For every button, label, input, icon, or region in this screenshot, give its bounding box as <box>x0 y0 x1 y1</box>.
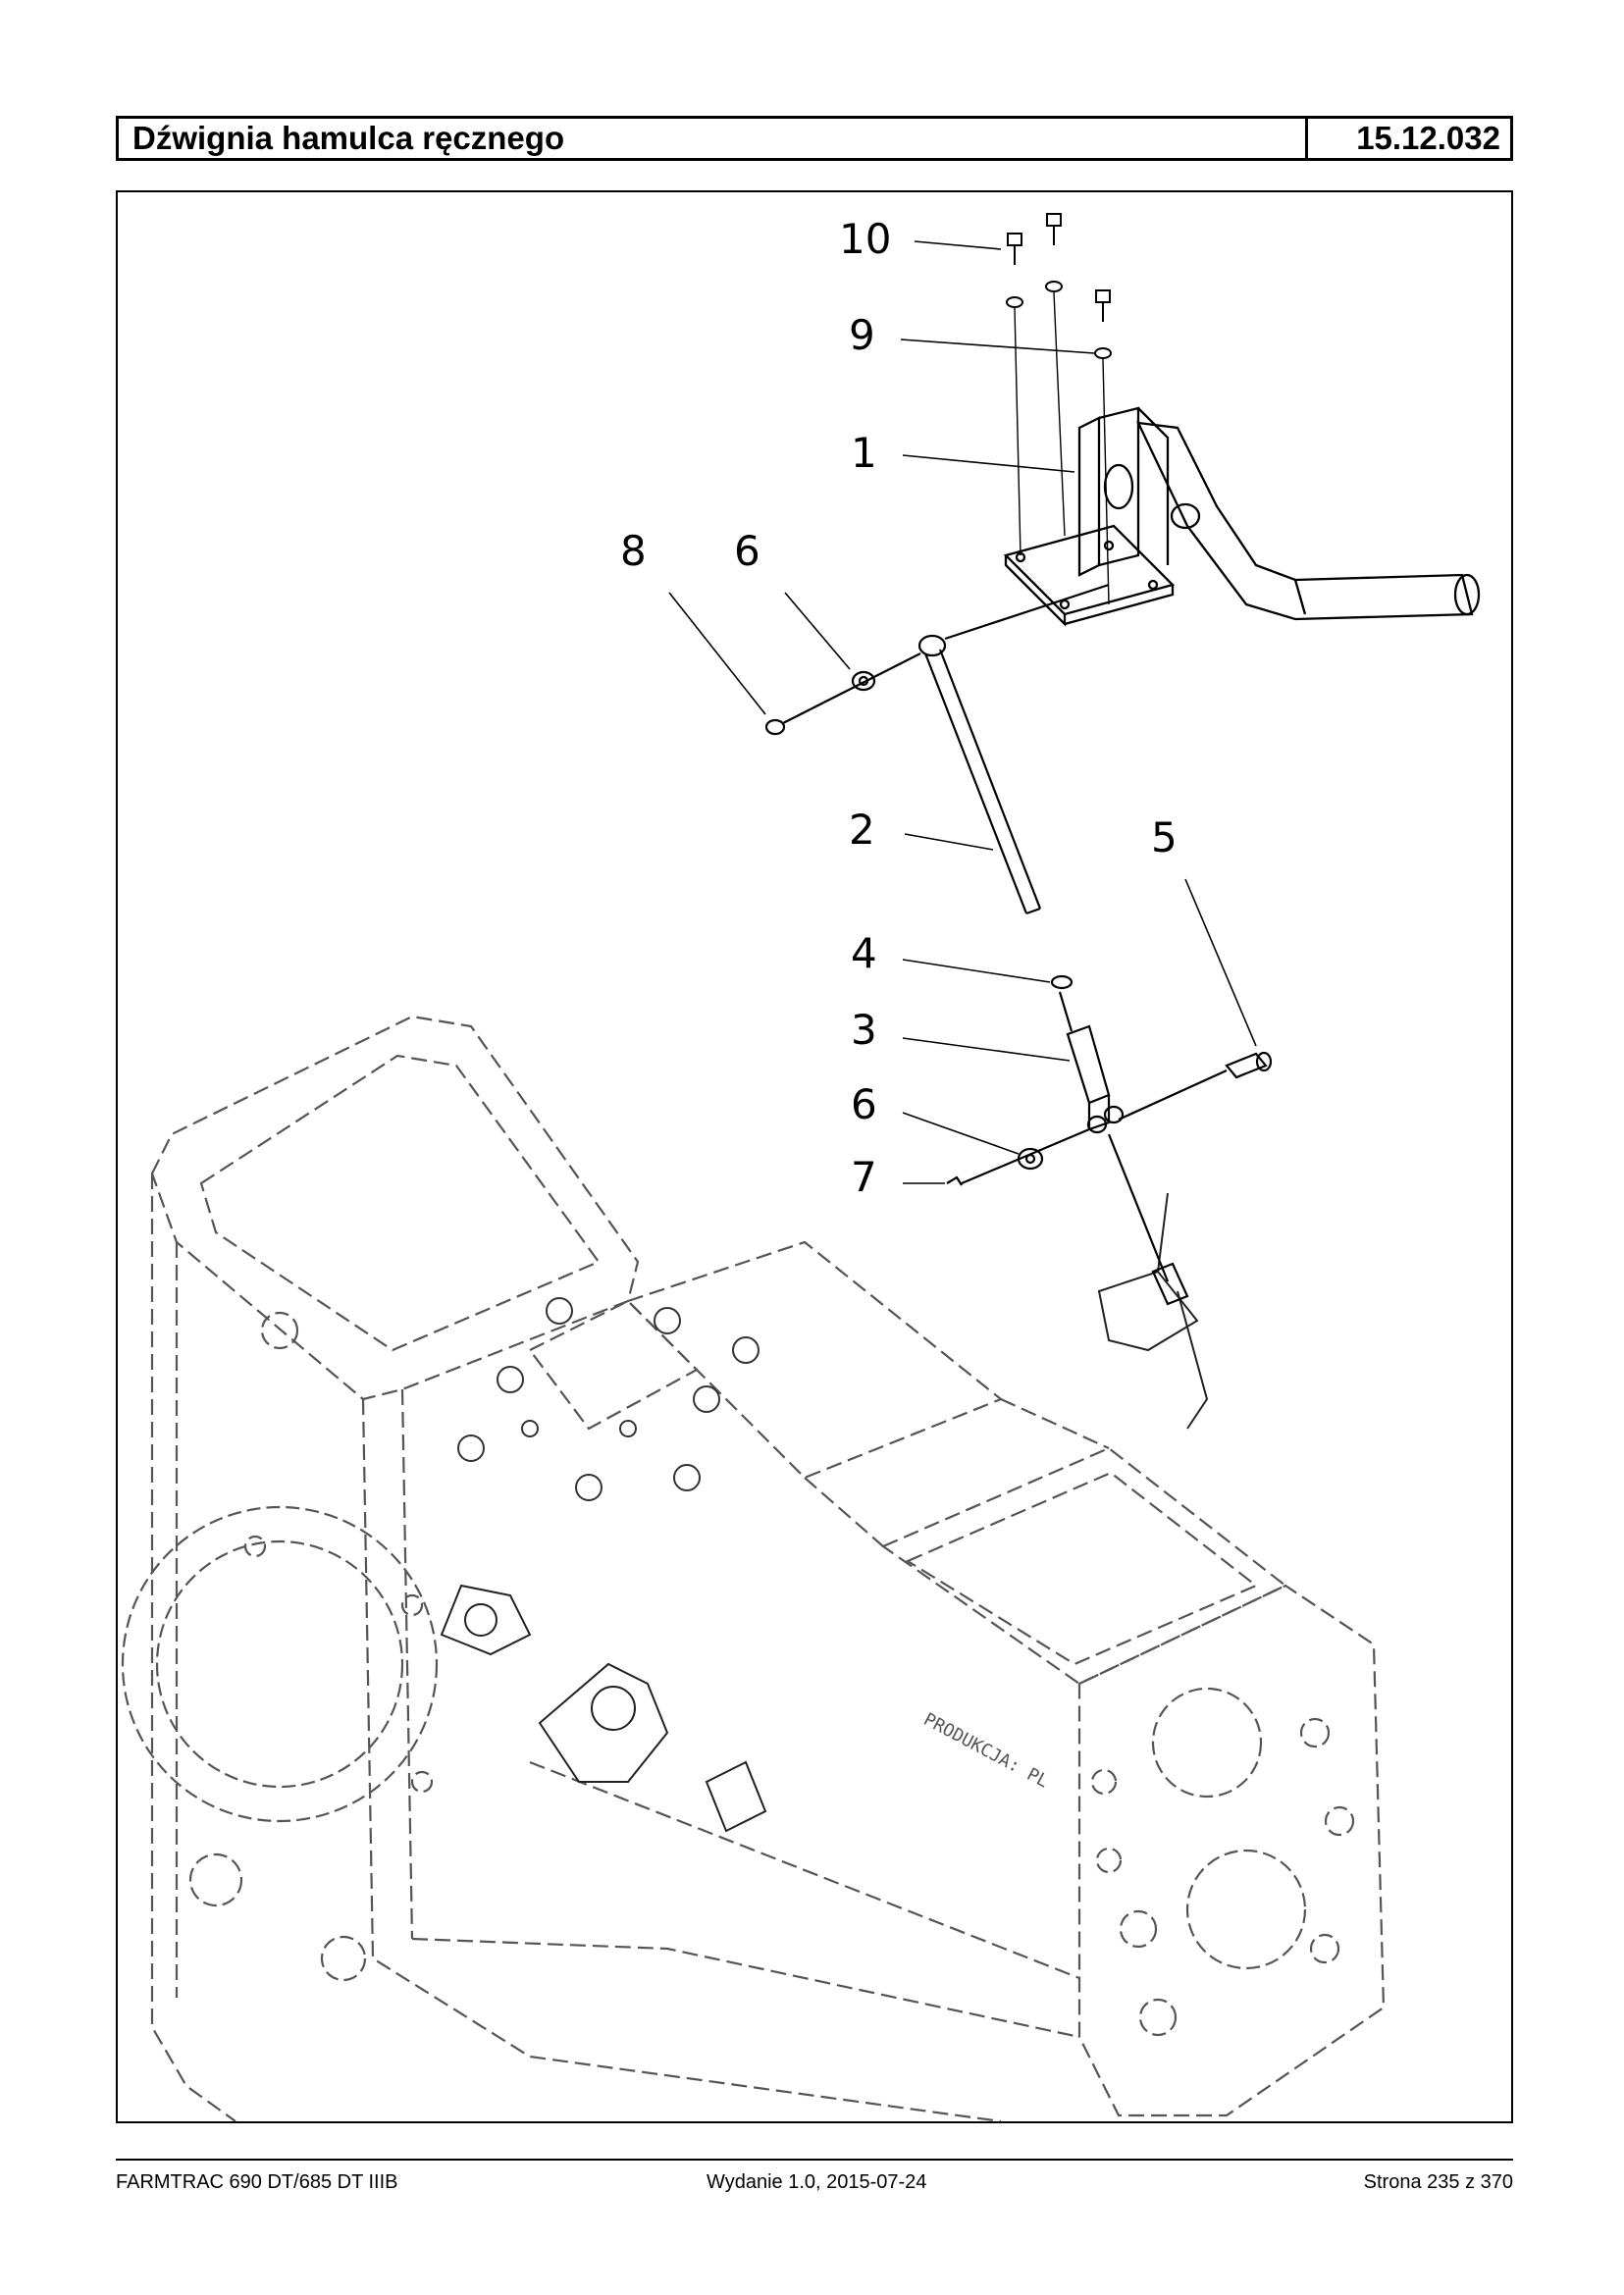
callout-1: 1 <box>851 429 877 477</box>
section-code: 15.12.032 <box>1356 120 1500 156</box>
callout-9: 9 <box>849 311 875 359</box>
exploded-parts-diagram: PRODUKCJA: PL <box>116 190 1513 2123</box>
footer-model: FARMTRAC 690 DT/685 DT IIIB <box>116 2171 398 2193</box>
footer-edition: Wydanie 1.0, 2015-07-24 <box>707 2171 927 2193</box>
footer-divider <box>116 2159 1513 2161</box>
hand-brake-lever <box>1003 406 1481 627</box>
brake-rod <box>764 583 1273 1306</box>
casting-marking: PRODUKCJA: PL <box>920 1709 1052 1793</box>
callout-4: 4 <box>851 929 877 977</box>
page-title: Dźwignia hamulca ręcznego <box>119 119 1308 158</box>
callout-5: 5 <box>1151 813 1178 861</box>
transmission-housing <box>150 1015 1386 2121</box>
housing-linkage <box>440 1192 1209 1833</box>
callout-3: 3 <box>851 1006 877 1054</box>
bolts-and-washers <box>1006 213 1112 359</box>
housing-circles <box>121 1311 1355 2037</box>
bolt-axis-lines <box>1014 291 1110 605</box>
callout-8: 8 <box>620 527 647 575</box>
callout-7: 7 <box>851 1153 877 1201</box>
callout-6-lower: 6 <box>851 1080 877 1128</box>
callout-10: 10 <box>839 215 891 263</box>
callout-labels: 10 9 1 8 6 2 5 4 3 6 7 <box>620 215 1178 1201</box>
callout-2: 2 <box>849 806 875 854</box>
callout-6-upper: 6 <box>734 527 760 575</box>
page-header: Dźwignia hamulca ręcznego 15.12.032 <box>116 116 1513 161</box>
callout-leaders <box>668 240 1257 1184</box>
footer-page-number: Strona 235 z 370 <box>1363 2171 1513 2193</box>
plate-bolts <box>457 1297 760 1501</box>
